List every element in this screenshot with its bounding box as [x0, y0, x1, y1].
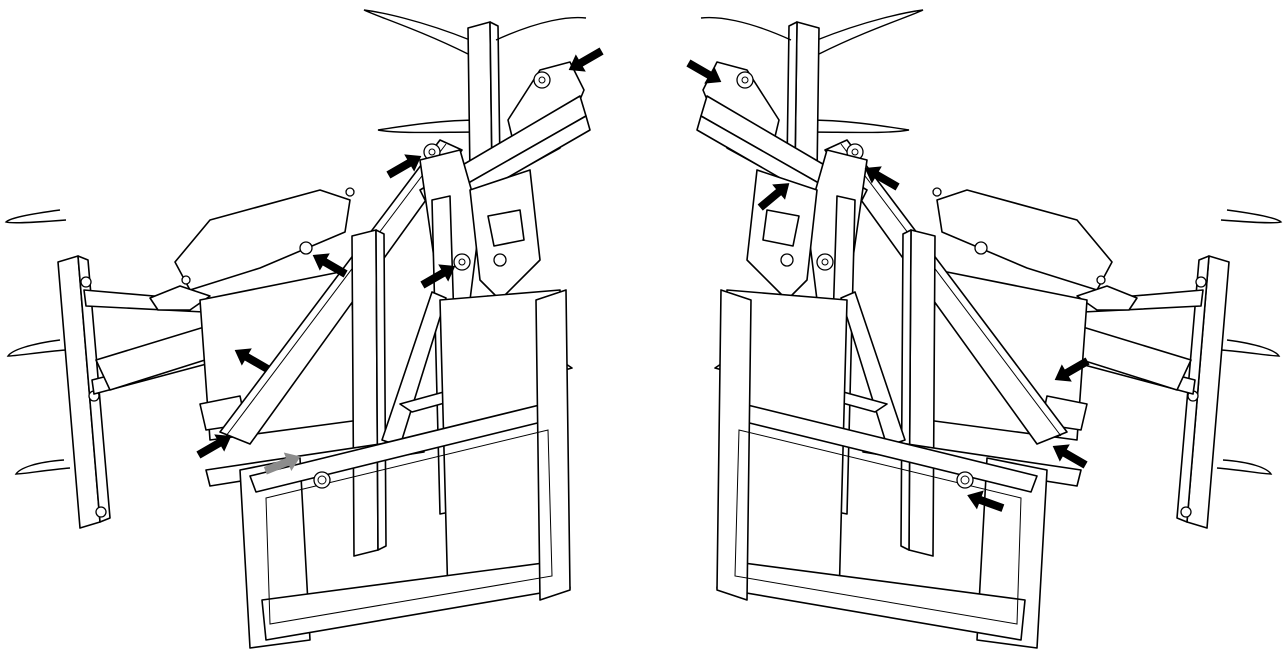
right-view — [696, 9, 1282, 649]
left-view — [5, 9, 591, 649]
